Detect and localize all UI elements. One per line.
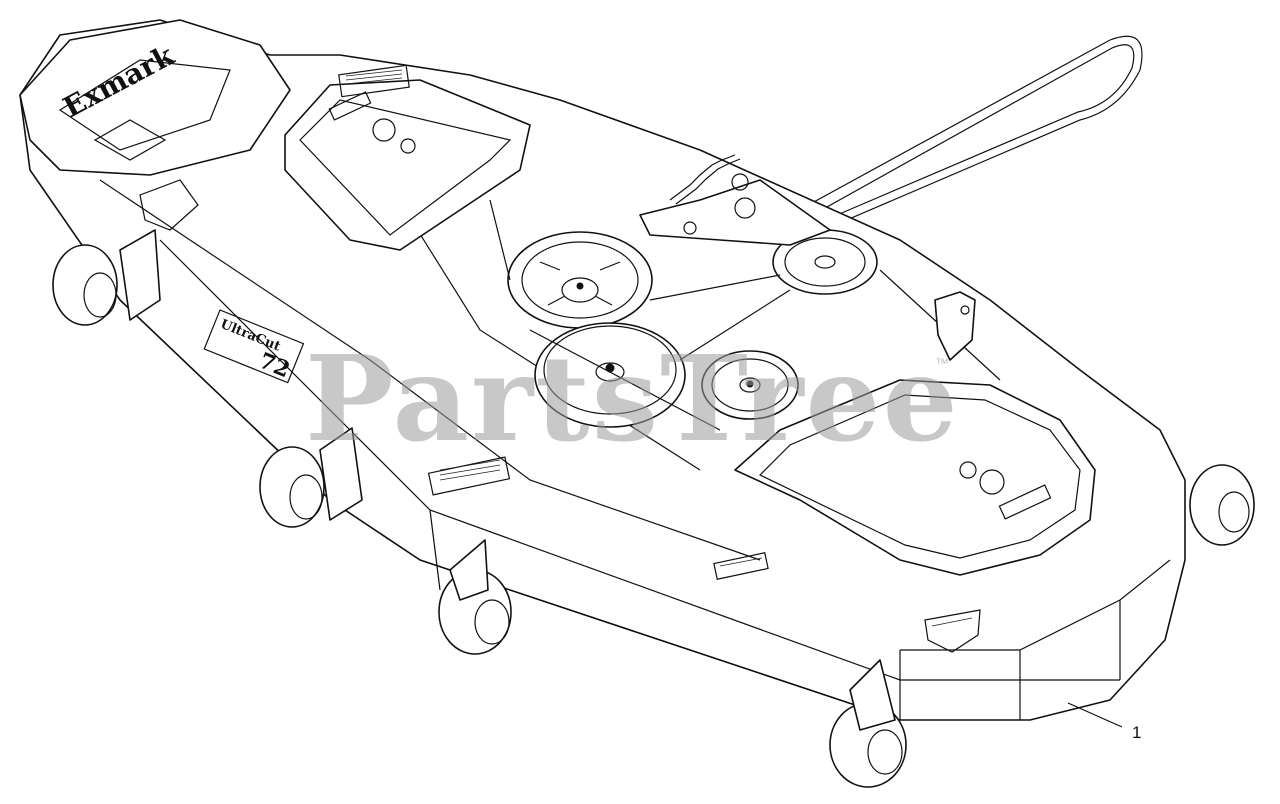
caster-wheel-5 (1189, 464, 1255, 546)
rear-bracket (934, 291, 976, 361)
safety-decal-front (713, 552, 769, 580)
caster-wheel-1 (52, 229, 161, 326)
right-spindle-pulley (772, 229, 878, 295)
right-pulley-shield (734, 379, 1096, 576)
left-pulley-shield (284, 79, 531, 251)
drive-belt (789, 35, 1143, 226)
idler-arm-assembly (639, 154, 831, 246)
brand-badge-left (139, 179, 199, 231)
callout-1: 1 (1067, 702, 1141, 742)
warning-decal-top (338, 64, 410, 98)
idler-pulley (701, 350, 799, 420)
callout-label-1: 1 (1132, 723, 1141, 742)
caster-wheel-3 (438, 539, 512, 655)
left-spindle-pulley (507, 231, 653, 329)
watermark: PartsTree ™ (305, 329, 960, 468)
watermark-text: PartsTree (305, 329, 960, 468)
caster-wheel-2 (259, 427, 363, 528)
brand-badge-front (924, 609, 981, 653)
left-front-housing: Exmark (19, 19, 291, 176)
center-spindle-pulley (534, 322, 686, 428)
caster-wheel-4 (829, 659, 907, 788)
watermark-trademark: ™ (935, 355, 949, 371)
safety-decal-left (427, 456, 511, 496)
